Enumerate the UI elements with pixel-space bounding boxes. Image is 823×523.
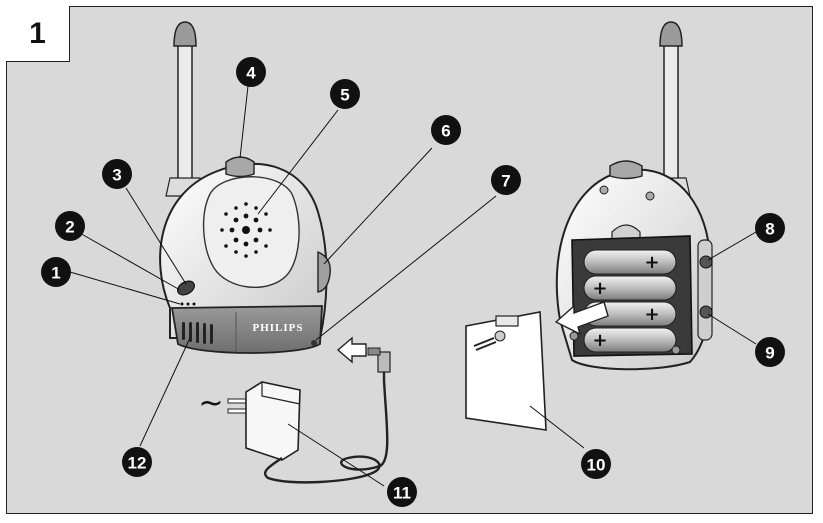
insert-arrow-icon [336, 336, 367, 364]
indicator-lights [180, 302, 196, 306]
side-jack-upper [699, 255, 713, 269]
side-volume-wheel [317, 250, 331, 293]
leader-11 [287, 423, 385, 487]
figure-number: 1 [6, 6, 70, 62]
battery-3-plus: + [644, 304, 659, 325]
leader-8 [707, 231, 757, 261]
callout-11: 11 [387, 477, 417, 507]
back-screw-left [599, 185, 609, 195]
leader-12 [139, 337, 191, 447]
callout-11-label: 11 [393, 484, 411, 503]
front-antenna-tip [173, 21, 197, 47]
adapter-cable [263, 372, 389, 484]
callout-10: 10 [581, 449, 611, 479]
leader-10 [529, 405, 585, 449]
callout-5-label: 5 [340, 86, 349, 105]
back-antenna [663, 39, 679, 181]
callout-4-label: 4 [246, 64, 256, 83]
leader-7 [315, 195, 497, 341]
speaker-grille [220, 202, 272, 258]
brand-label: PHILIPS [252, 322, 303, 334]
front-unit-base [170, 305, 323, 354]
power-socket [311, 340, 317, 346]
battery-cover-panel [465, 311, 547, 431]
callout-4: 4 [236, 57, 266, 87]
callout-badges: 1 2 3 4 5 6 7 8 9 10 11 12 [41, 57, 785, 507]
adapter-face-edge [261, 382, 301, 405]
callout-1: 1 [41, 257, 71, 287]
back-foot-right [671, 345, 681, 355]
power-adapter: ~ [198, 336, 391, 484]
callout-2-label: 2 [65, 218, 74, 237]
callout-9-label: 9 [765, 344, 774, 363]
side-jack-housing [697, 239, 713, 341]
battery-2 [583, 275, 677, 301]
battery-1-plus: + [644, 252, 659, 273]
leader-lines [69, 85, 757, 487]
callout-8: 8 [755, 213, 785, 243]
speaker-panel [202, 176, 300, 288]
battery-4 [583, 327, 677, 353]
battery-4-plus: + [592, 330, 607, 351]
leader-2 [77, 231, 181, 291]
callout-10-label: 10 [587, 456, 606, 475]
leader-4 [239, 85, 249, 159]
leader-1 [69, 271, 181, 305]
front-antenna [177, 39, 193, 181]
callout-3: 3 [102, 159, 132, 189]
adapter-prong-top [227, 398, 249, 404]
back-unit: + + + + [554, 21, 713, 371]
battery-cover-screw-hole [494, 330, 506, 342]
battery-1 [583, 249, 677, 275]
callout-5: 5 [330, 79, 360, 109]
adapter-plug [377, 351, 391, 373]
callout-3-label: 3 [112, 166, 121, 185]
leader-3 [125, 187, 187, 285]
top-button [225, 156, 255, 178]
callout-12-label: 12 [128, 454, 147, 473]
battery-cover-tab [495, 315, 519, 327]
side-jack-lower [699, 305, 713, 319]
back-foot-left [569, 331, 579, 341]
front-unit: PHILIPS [159, 21, 331, 354]
cover-removal-arrow-icon [554, 301, 609, 336]
callout-7: 7 [491, 165, 521, 195]
callout-2: 2 [55, 211, 85, 241]
callout-9: 9 [755, 337, 785, 367]
back-screw-right [645, 191, 655, 201]
battery-cover-screw [473, 337, 497, 351]
battery-stack: + + + + [583, 249, 677, 353]
leader-9 [707, 313, 757, 345]
battery-2-plus: + [592, 278, 607, 299]
power-switch [177, 280, 195, 296]
leader-5 [257, 109, 339, 215]
leader-6 [323, 147, 433, 265]
adapter-body [245, 381, 301, 461]
microphone-grille [182, 322, 213, 344]
callout-6: 6 [431, 115, 461, 145]
back-top-button [609, 160, 643, 180]
adapter-plug-tip [367, 347, 381, 356]
battery-cover [465, 311, 547, 431]
adapter-prong-bottom [227, 408, 249, 414]
callout-12: 12 [122, 447, 152, 477]
ac-symbol: ~ [198, 386, 223, 421]
callout-7-label: 7 [501, 172, 510, 191]
back-antenna-tip [659, 21, 683, 47]
callout-6-label: 6 [441, 122, 450, 141]
callout-8-label: 8 [765, 220, 774, 239]
callout-1-label: 1 [51, 264, 60, 283]
